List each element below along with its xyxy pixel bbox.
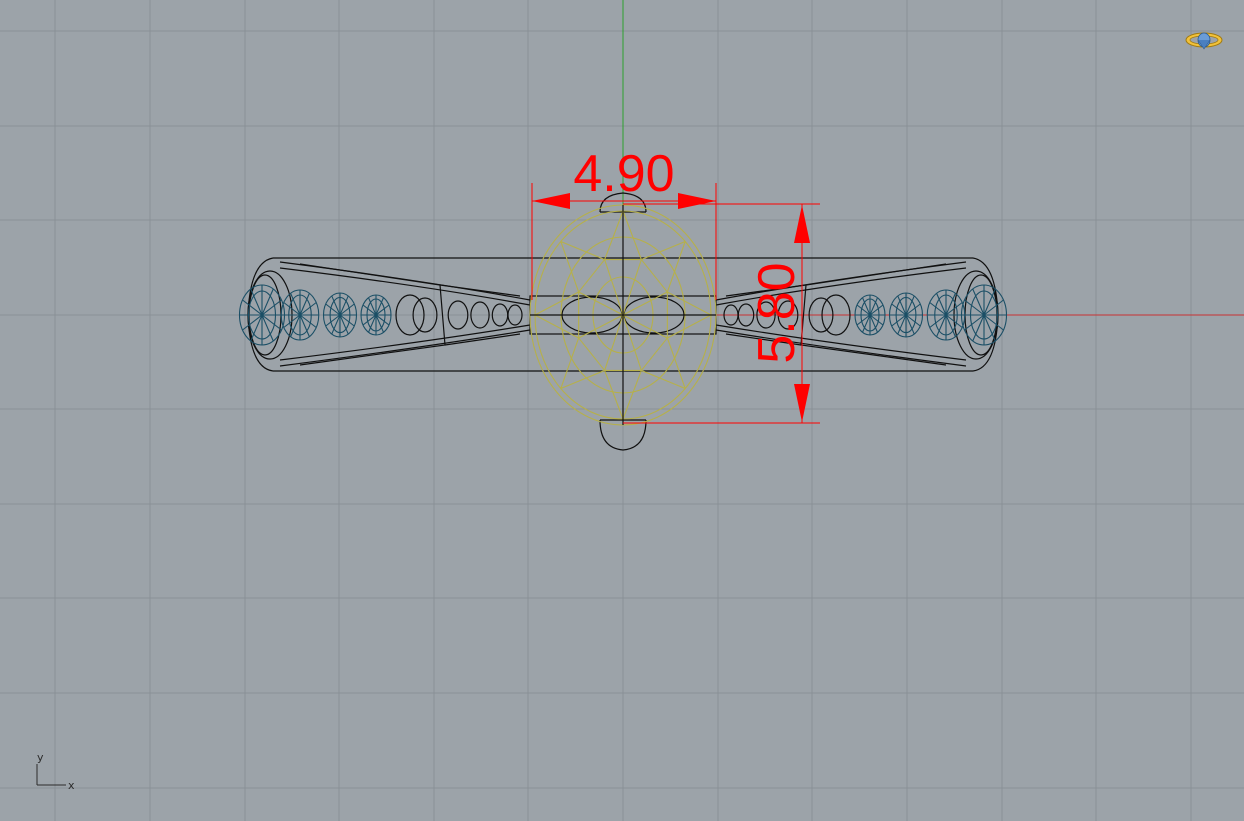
gem-facet-line: [604, 259, 624, 316]
channel-stone: [507, 304, 523, 326]
side-stone: [854, 294, 886, 336]
channel-stone: [808, 297, 834, 333]
gem-facet-line: [640, 337, 668, 371]
channel-stones-right[interactable]: [723, 294, 851, 336]
side-stone-facet-line: [362, 304, 390, 326]
axis-indicator-y-label: y: [37, 751, 44, 764]
gem-facet-line: [666, 241, 686, 293]
gem-facet-line: [641, 369, 686, 390]
gem-facet-line: [534, 314, 579, 339]
ring-icon[interactable]: [1185, 32, 1223, 50]
dimension-arrow-up: [794, 205, 810, 243]
axis-indicator: y x: [36, 751, 75, 792]
gem-facet-line: [578, 291, 624, 316]
gem-facet-line: [578, 259, 606, 293]
gem-facet-line: [667, 291, 712, 316]
side-stone-facet-line: [929, 302, 963, 328]
dimension-width-text: 4.90: [573, 145, 674, 203]
gem-facet-line: [667, 314, 712, 339]
channel-stone: [777, 300, 799, 330]
side-stone: [360, 294, 392, 336]
channel-stone: [756, 301, 776, 329]
gem-facet-line: [604, 210, 624, 260]
ring-model[interactable]: [238, 192, 1008, 451]
gem-facet-line: [534, 291, 579, 316]
gem-facet-line: [622, 291, 668, 316]
gem-facet-line: [604, 370, 624, 420]
channel-stone: [470, 301, 490, 329]
side-stone-facet-line: [283, 302, 317, 328]
gem-facet-line: [622, 314, 668, 339]
side-stones-left[interactable]: [238, 284, 392, 346]
side-stone: [322, 292, 358, 338]
dimension-arrow-right: [678, 193, 716, 209]
gem-facet-line: [641, 240, 686, 261]
gem-facet-line: [560, 369, 605, 390]
gem-facet-line: [578, 314, 624, 339]
dimension-height-text: 5.80: [748, 262, 806, 363]
dimension-width[interactable]: 4.90: [531, 145, 717, 300]
gem-facet-line: [560, 240, 605, 261]
gem-facet-line: [640, 259, 668, 293]
dimension-arrow-left: [532, 193, 570, 209]
gem-facet-line: [560, 241, 580, 293]
side-stone: [960, 284, 1008, 346]
side-stone-facet-line: [964, 299, 1004, 331]
side-stone: [926, 289, 966, 341]
channel-stone: [447, 300, 469, 330]
gem-facet-line: [622, 210, 642, 260]
dimension-height[interactable]: 5.80: [623, 203, 820, 424]
side-stone: [280, 289, 320, 341]
gem-facet-line: [560, 337, 580, 389]
gem-facet-line: [622, 314, 642, 371]
side-stone: [238, 284, 286, 346]
side-stone: [888, 292, 924, 338]
channel-stones-left[interactable]: [395, 294, 523, 336]
gem-facet-line: [578, 337, 606, 371]
channel-stone: [723, 304, 739, 326]
dimension-arrow-down: [794, 384, 810, 422]
channel-stone: [821, 294, 851, 336]
gem-facet-line: [666, 337, 686, 389]
axis-indicator-x-label: x: [68, 779, 75, 792]
side-stones-right[interactable]: [854, 284, 1008, 346]
gem-facet-line: [622, 370, 642, 420]
channel-stone: [395, 294, 425, 336]
gem-facet-line: [604, 314, 624, 371]
side-stone-facet-line: [856, 304, 884, 326]
gem-facet-line: [622, 259, 642, 316]
side-stone-facet-line: [891, 303, 921, 327]
side-stone-facet-line: [242, 299, 282, 331]
channel-stone: [412, 297, 438, 333]
side-stone-facet-line: [325, 303, 355, 327]
